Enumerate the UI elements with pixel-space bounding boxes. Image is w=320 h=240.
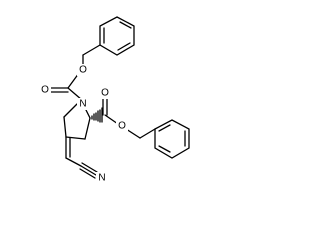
svg-text:O: O <box>118 121 126 132</box>
atom-o-ester-carbonyl: O <box>99 87 111 99</box>
atom-o-carbamate-carbonyl: O <box>39 84 51 96</box>
svg-text:O: O <box>41 85 49 96</box>
nitrile-bond-c <box>79 168 96 179</box>
nitrile-bond-a <box>80 165 97 176</box>
atom-n-ring: N <box>77 98 89 110</box>
nitrile-bond-b <box>81 162 98 173</box>
atom-o-carbamate-ester: O <box>77 64 89 76</box>
bond-ring-ch2-top <box>82 44 101 56</box>
bond-ch-cn <box>65 157 82 167</box>
svg-text:O: O <box>79 65 87 76</box>
bond-ester-c-o <box>104 114 119 125</box>
benzene-ring-top <box>99 16 135 56</box>
atom-nitrile-n: N <box>96 172 108 184</box>
svg-text:O: O <box>101 88 109 99</box>
structure-diagram: O O N O O N <box>39 16 190 184</box>
stereo-hash-bond <box>91 107 103 123</box>
benzene-ring-bottom <box>154 119 190 159</box>
svg-text:N: N <box>98 173 105 184</box>
pyrrolidine-ring <box>63 103 91 140</box>
bond-o-ch2-bottom <box>125 128 141 139</box>
atom-o-ester: O <box>116 120 128 132</box>
svg-text:N: N <box>79 99 86 110</box>
bond-ch2-ring-bottom <box>139 128 156 139</box>
